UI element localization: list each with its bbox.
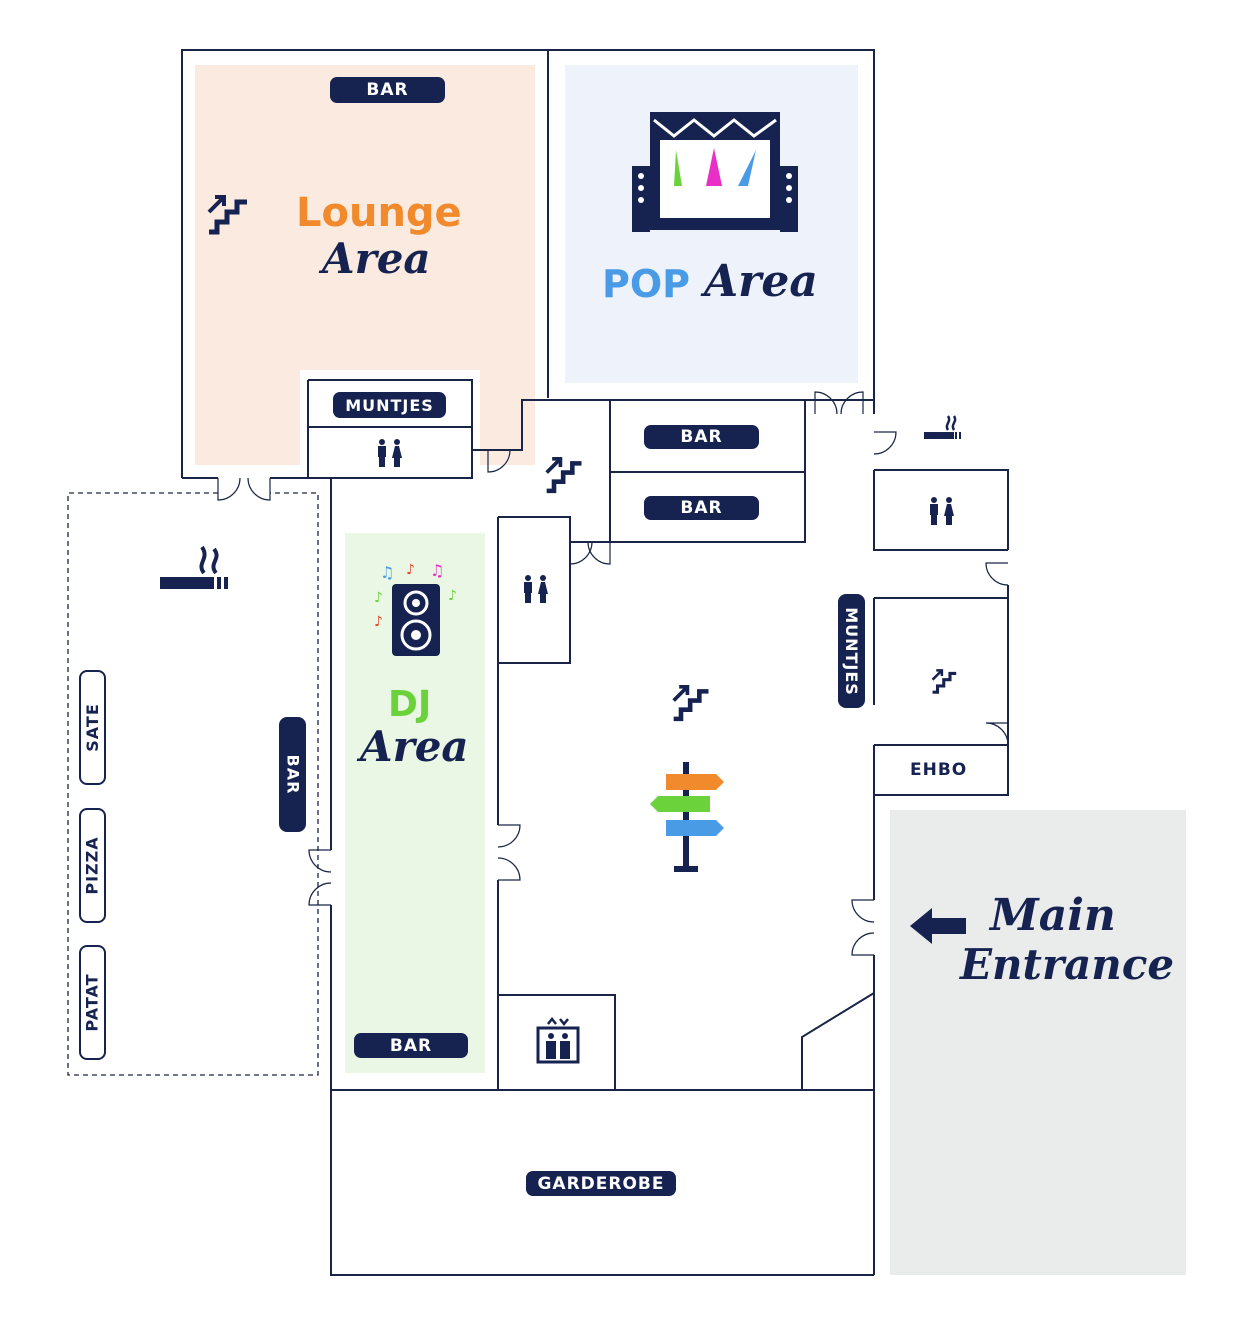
arrow-left-icon [910, 908, 966, 944]
center-bar-2: BAR [644, 496, 759, 520]
center-bar-1: BAR [644, 425, 759, 449]
stairs-icon [931, 669, 957, 694]
main-entrance-line1: Main [990, 890, 1116, 941]
speaker-icon: ♫ ♪ ♫ ♪ ♪ ♪ [374, 561, 457, 656]
pop-title: POP [602, 262, 691, 306]
elevator-icon [536, 1016, 580, 1064]
food-stand-patat: PATAT [79, 945, 106, 1060]
svg-text:♪: ♪ [374, 614, 383, 630]
lounge-title: Lounge [296, 190, 462, 236]
lounge-bar-label: BAR [330, 77, 445, 103]
terrace-boundary [67, 492, 319, 1076]
terrace-bar-label: BAR [279, 717, 306, 832]
main-entrance-line2: Entrance [960, 940, 1175, 989]
garderobe-label: GARDEROBE [526, 1171, 676, 1196]
dj-subtitle: Area [360, 722, 469, 771]
svg-text:♫: ♫ [430, 561, 444, 580]
muntjes-right-label: MUNTJES [838, 594, 865, 708]
muntjes-top-label: MUNTJES [333, 392, 446, 418]
dj-title: DJ [388, 684, 432, 725]
smoking-icon [924, 415, 961, 439]
ehbo-label: EHBO [910, 760, 968, 780]
main-entrance-area [890, 810, 1186, 1275]
toilet-icon [378, 439, 402, 467]
svg-text:♫: ♫ [380, 563, 394, 582]
stairs-icon [545, 456, 582, 494]
stairs-icon [672, 684, 709, 722]
svg-text:♪: ♪ [448, 588, 457, 604]
smoking-icon [160, 545, 228, 589]
toilet-icon [930, 497, 954, 525]
pop-subtitle: Area [704, 256, 818, 307]
stairs-icon [207, 195, 247, 235]
svg-text:♪: ♪ [374, 590, 383, 606]
stage-icon [632, 112, 798, 232]
lounge-subtitle: Area [322, 234, 431, 283]
toilet-icon [524, 575, 548, 603]
signpost-icon [650, 762, 724, 872]
dj-bar-label: BAR [354, 1033, 468, 1058]
food-stand-pizza: PIZZA [79, 808, 106, 923]
svg-text:♪: ♪ [406, 562, 415, 578]
food-stand-sate: SATE [79, 670, 106, 785]
